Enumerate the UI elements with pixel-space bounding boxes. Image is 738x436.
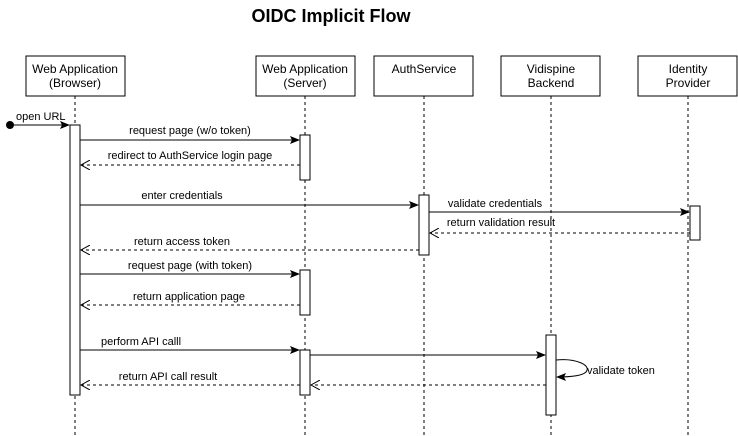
- message-validate-credentials-label: validate credentials: [448, 198, 543, 210]
- activation-server-2: [299, 269, 311, 316]
- participant-server: Web Application (Server): [255, 55, 356, 97]
- message-validate-token-label: validate token: [587, 365, 655, 377]
- participant-identity-line1: Identity: [669, 62, 708, 76]
- activation-identity-provider: [689, 205, 701, 241]
- message-enter-credentials: enter credentials: [80, 190, 419, 209]
- participant-browser: Web Application (Browser): [25, 55, 126, 97]
- participant-vidispine: Vidispine Backend: [500, 55, 601, 97]
- message-return-app-page: return application page: [81, 291, 300, 305]
- message-return-access-token-label: return access token: [134, 236, 230, 248]
- message-request-with-token-label: request page (with token): [128, 260, 252, 272]
- participant-identity-provider: Identity Provider: [637, 55, 738, 97]
- message-validate-token: validate token: [555, 359, 655, 381]
- message-return-api-result-label: return API call result: [119, 371, 217, 383]
- message-request-with-token: request page (with token): [80, 260, 300, 278]
- activation-server-3: [299, 349, 311, 396]
- message-perform-api-call-label: perform API calll: [101, 336, 181, 348]
- message-request-no-token-label: request page (w/o token): [129, 125, 251, 137]
- message-request-no-token: request page (w/o token): [80, 125, 300, 144]
- message-open-url-label: open URL: [16, 111, 66, 123]
- message-open-url: open URL: [6, 111, 70, 129]
- message-return-app-page-label: return application page: [133, 291, 245, 303]
- message-redirect-login: redirect to AuthService login page: [81, 150, 300, 165]
- participant-server-line1: Web Application: [262, 62, 348, 76]
- message-return-access-token: return access token: [81, 236, 419, 250]
- message-perform-api-call: perform API calll: [80, 336, 300, 354]
- participant-vidispine-line1: Vidispine: [527, 62, 576, 76]
- message-return-validation: return validation result: [430, 217, 690, 233]
- participant-browser-line2: (Browser): [49, 76, 101, 90]
- participant-server-line2: (Server): [283, 76, 326, 90]
- activation-browser: [69, 124, 81, 396]
- activation-vidispine: [545, 334, 557, 416]
- message-redirect-login-label: redirect to AuthService login page: [108, 150, 273, 162]
- participant-authservice: AuthService: [373, 55, 474, 97]
- message-return-validation-label: return validation result: [447, 217, 555, 229]
- activation-authservice: [418, 194, 430, 256]
- message-return-api-result: return API call result: [81, 371, 300, 385]
- activation-server-1: [299, 134, 311, 181]
- participant-vidispine-line2: Backend: [528, 76, 575, 90]
- message-validate-credentials: validate credentials: [429, 198, 690, 216]
- participant-authservice-label: AuthService: [392, 62, 457, 76]
- message-enter-credentials-label: enter credentials: [141, 190, 223, 202]
- participant-browser-line1: Web Application: [32, 62, 118, 76]
- participant-identity-line2: Provider: [666, 76, 711, 90]
- diagram-title: OIDC Implicit Flow: [251, 6, 411, 26]
